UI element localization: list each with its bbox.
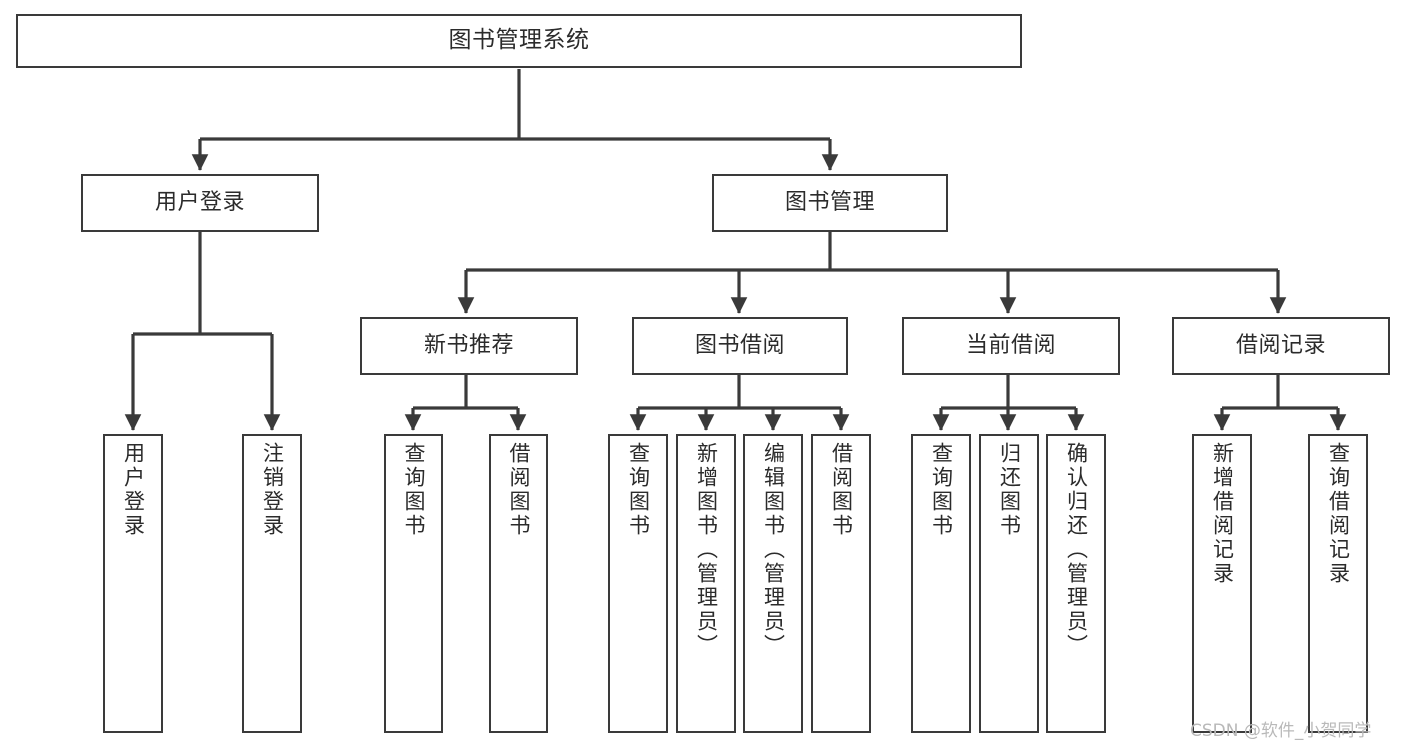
leaf-user-login[interactable]: 用户登录 <box>103 434 163 733</box>
node-label: 注销登录 <box>260 442 285 538</box>
csdn-watermark: CSDN @软件_小贺同学 <box>1190 721 1372 741</box>
node-label: 借阅记录 <box>1235 333 1326 359</box>
node-label: 新增借阅记录 <box>1210 442 1235 586</box>
leaf-borrow-book-recommend[interactable]: 借阅图书 <box>489 434 548 733</box>
node-label: 借阅图书 <box>507 442 531 538</box>
leaf-query-borrow-record[interactable]: 查询借阅记录 <box>1308 434 1368 733</box>
node-borrow-record[interactable]: 借阅记录 <box>1172 317 1390 375</box>
node-label: 查询图书 <box>402 442 426 538</box>
node-label: 新书推荐 <box>423 333 514 359</box>
node-user-login[interactable]: 用户登录 <box>81 174 319 232</box>
leaf-query-book-recommend[interactable]: 查询图书 <box>384 434 443 733</box>
node-label: 归还图书 <box>997 442 1022 538</box>
node-root-book-management-system[interactable]: 图书管理系统 <box>16 14 1022 68</box>
leaf-logout[interactable]: 注销登录 <box>242 434 302 733</box>
leaf-query-book-borrow[interactable]: 查询图书 <box>608 434 668 733</box>
leaf-query-book-current[interactable]: 查询图书 <box>911 434 971 733</box>
leaf-add-borrow-record[interactable]: 新增借阅记录 <box>1192 434 1252 733</box>
node-label: 查询图书 <box>929 442 954 538</box>
node-label: 编辑图书（管理员） <box>761 442 786 658</box>
node-book-management[interactable]: 图书管理 <box>712 174 948 232</box>
node-label: 确认归还（管理员） <box>1064 442 1089 658</box>
leaf-confirm-return-admin[interactable]: 确认归还（管理员） <box>1046 434 1106 733</box>
leaf-add-book-admin[interactable]: 新增图书（管理员） <box>676 434 736 733</box>
leaf-edit-book-admin[interactable]: 编辑图书（管理员） <box>743 434 803 733</box>
node-label: 图书管理系统 <box>448 27 590 54</box>
node-label: 图书借阅 <box>694 333 785 359</box>
node-current-borrow[interactable]: 当前借阅 <box>902 317 1120 375</box>
node-label: 用户登录 <box>121 442 146 538</box>
node-label: 用户登录 <box>154 190 245 216</box>
node-label: 查询图书 <box>626 442 651 538</box>
leaf-return-book[interactable]: 归还图书 <box>979 434 1039 733</box>
node-book-borrow[interactable]: 图书借阅 <box>632 317 848 375</box>
node-label: 图书管理 <box>784 190 875 216</box>
leaf-borrow-book-borrow[interactable]: 借阅图书 <box>811 434 871 733</box>
node-label: 查询借阅记录 <box>1326 442 1351 586</box>
node-label: 当前借阅 <box>965 333 1056 359</box>
node-new-book-recommend[interactable]: 新书推荐 <box>360 317 578 375</box>
node-label: 借阅图书 <box>829 442 854 538</box>
node-label: 新增图书（管理员） <box>694 442 719 658</box>
